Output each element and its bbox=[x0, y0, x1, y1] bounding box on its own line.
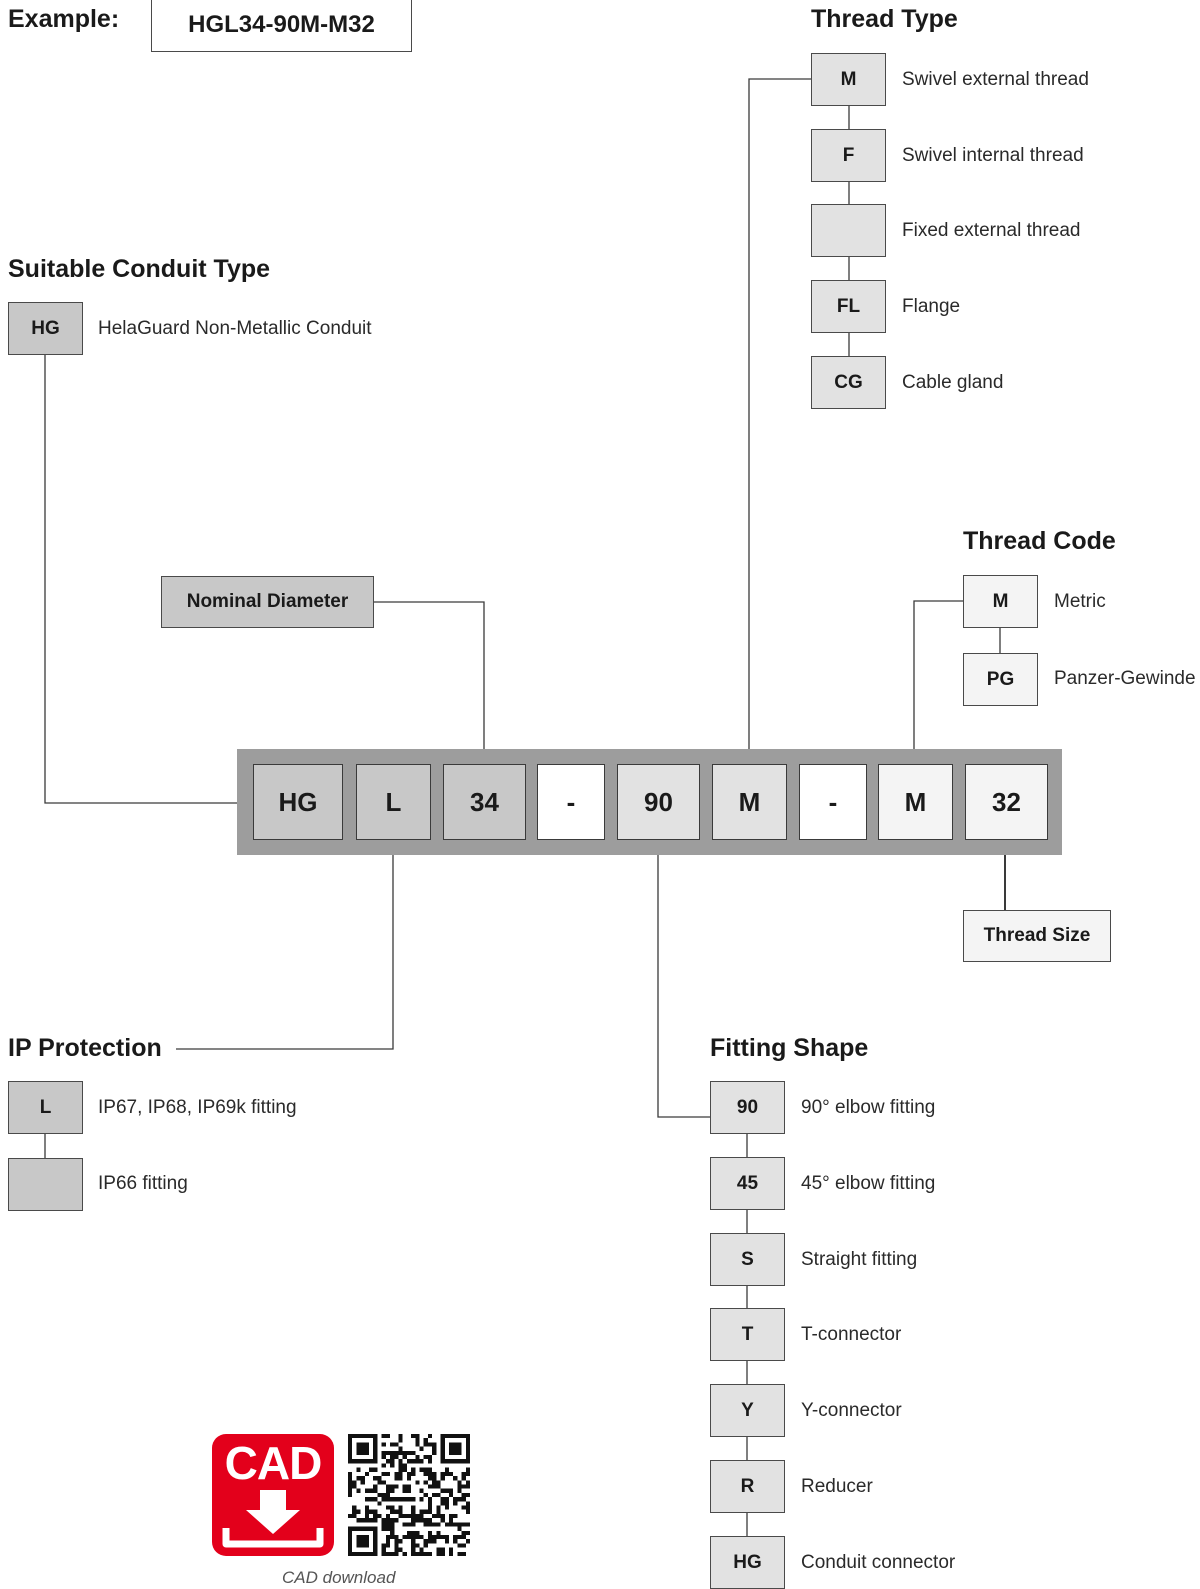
thread-type-desc-fixed: Fixed external thread bbox=[902, 220, 1081, 241]
fitting-shape-code-y: Y bbox=[710, 1384, 785, 1437]
ip-protection-desc-l: IP67, IP68, IP69k fitting bbox=[98, 1097, 297, 1118]
code-segment-separator-2: - bbox=[799, 764, 867, 840]
cad-logo-text: CAD bbox=[224, 1437, 323, 1489]
thread-type-code-f: F bbox=[811, 129, 886, 182]
thread-type-desc-m: Swivel external thread bbox=[902, 69, 1089, 90]
fitting-shape-code-90: 90 bbox=[710, 1081, 785, 1134]
fitting-shape-desc-hg: Conduit connector bbox=[801, 1552, 956, 1573]
conduit-type-heading: Suitable Conduit Type bbox=[8, 255, 271, 283]
cad-download-caption: CAD download bbox=[282, 1568, 396, 1587]
conduit-type-desc-hg: HelaGuard Non-Metallic Conduit bbox=[98, 318, 372, 339]
fitting-shape-code-t: T bbox=[710, 1308, 785, 1361]
thread-type-code-m: M bbox=[811, 53, 886, 106]
conduit-type-code-hg: HG bbox=[8, 302, 83, 355]
ip-protection-code-l: L bbox=[8, 1081, 83, 1134]
fitting-shape-desc-y: Y-connector bbox=[801, 1400, 902, 1421]
fitting-shape-heading: Fitting Shape bbox=[710, 1034, 869, 1062]
fitting-shape-code-45: 45 bbox=[710, 1157, 785, 1210]
thread-type-desc-f: Swivel internal thread bbox=[902, 145, 1084, 166]
code-segment-thread-size: 32 bbox=[965, 764, 1048, 840]
code-segment-thread-code: M bbox=[878, 764, 953, 840]
fitting-shape-desc-45: 45° elbow fitting bbox=[801, 1173, 936, 1194]
fitting-shape-code-s: S bbox=[710, 1233, 785, 1286]
thread-type-code-fixed bbox=[811, 204, 886, 257]
example-code: HGL34-90M-M32 bbox=[151, 0, 412, 52]
thread-code-code-m: M bbox=[963, 575, 1038, 628]
fitting-shape-desc-90: 90° elbow fitting bbox=[801, 1097, 936, 1118]
ip-protection-code-blank bbox=[8, 1158, 83, 1211]
thread-size-label: Thread Size bbox=[963, 910, 1111, 962]
code-segment-separator-1: - bbox=[537, 764, 605, 840]
thread-type-desc-cg: Cable gland bbox=[902, 372, 1004, 393]
thread-type-code-cg: CG bbox=[811, 356, 886, 409]
thread-code-heading: Thread Code bbox=[963, 527, 1116, 555]
code-segment-shape: 90 bbox=[617, 764, 700, 840]
example-label: Example: bbox=[8, 5, 120, 33]
thread-code-desc-pg: Panzer-Gewinde bbox=[1054, 668, 1196, 689]
thread-code-code-pg: PG bbox=[963, 653, 1038, 706]
fitting-shape-desc-t: T-connector bbox=[801, 1324, 902, 1345]
code-segment-diameter: 34 bbox=[443, 764, 526, 840]
download-arrow-icon bbox=[222, 1490, 324, 1548]
fitting-shape-code-hg: HG bbox=[710, 1536, 785, 1589]
fitting-shape-code-r: R bbox=[710, 1460, 785, 1513]
thread-type-desc-fl: Flange bbox=[902, 296, 961, 317]
code-segment-thread-type: M bbox=[712, 764, 787, 840]
thread-code-desc-m: Metric bbox=[1054, 591, 1106, 612]
thread-type-code-fl: FL bbox=[811, 280, 886, 333]
nominal-diameter-label: Nominal Diameter bbox=[161, 576, 374, 628]
fitting-shape-desc-s: Straight fitting bbox=[801, 1249, 918, 1270]
fitting-shape-desc-r: Reducer bbox=[801, 1476, 873, 1497]
ip-protection-heading: IP Protection bbox=[8, 1034, 162, 1062]
code-segment-ip: L bbox=[356, 764, 431, 840]
code-segment-conduit: HG bbox=[253, 764, 343, 840]
cad-download-logo[interactable]: CAD bbox=[212, 1434, 334, 1556]
thread-type-heading: Thread Type bbox=[811, 5, 958, 33]
qr-code-icon[interactable] bbox=[348, 1434, 470, 1556]
ip-protection-desc-blank: IP66 fitting bbox=[98, 1173, 188, 1194]
